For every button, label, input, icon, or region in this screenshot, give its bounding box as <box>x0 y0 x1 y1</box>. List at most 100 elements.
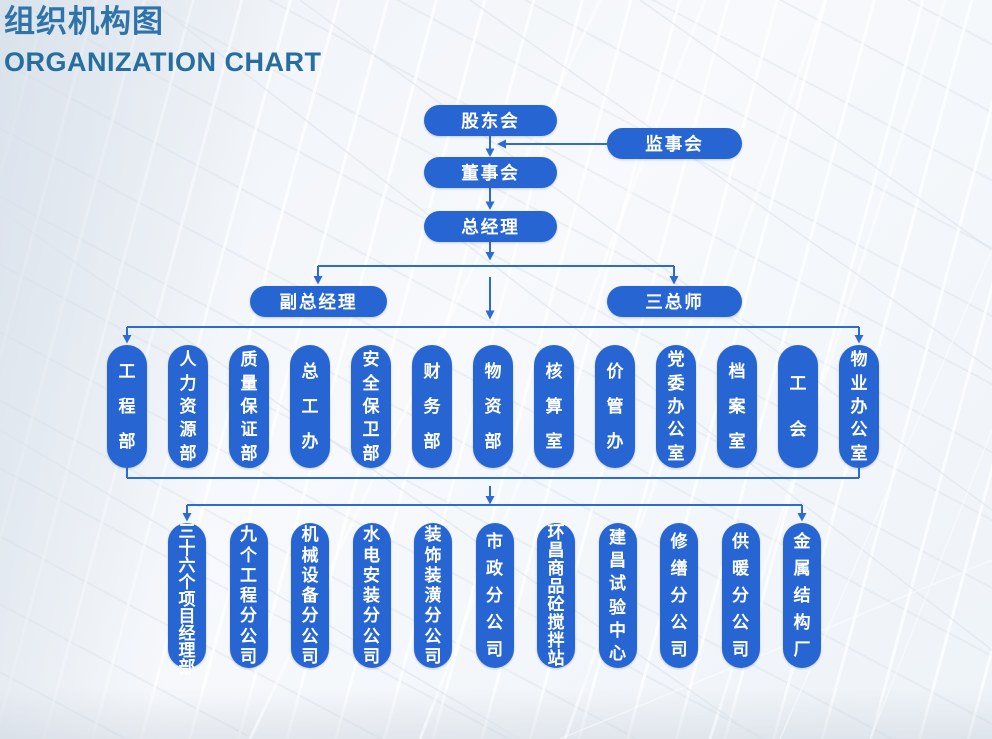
pill-char: 公 <box>240 626 257 646</box>
pill-char: 价 <box>606 362 624 381</box>
pill-char: 昌 <box>609 551 626 571</box>
pill-char: 经 <box>178 624 196 643</box>
subsidiary-pill: 市政分公司 <box>475 523 514 668</box>
pill-char: 公 <box>850 420 868 440</box>
pill-char: 资 <box>484 397 502 416</box>
pill-char: 政 <box>486 559 503 578</box>
pill-char: 量 <box>240 373 258 393</box>
pill-char: 管 <box>606 397 624 416</box>
pill-char: 业 <box>850 373 868 393</box>
pill-char: 搅 <box>547 613 565 632</box>
department-pill: 人力资源部 <box>168 345 208 468</box>
subsidiary-pill: 建昌试验中心 <box>598 523 637 668</box>
pill-char: 部 <box>362 443 380 463</box>
pill-char: 设 <box>301 565 319 585</box>
pill-char: 装 <box>424 565 442 585</box>
pill-char: 中 <box>609 620 626 640</box>
pill-char: 会 <box>789 420 807 440</box>
pill-char: 结 <box>793 586 811 605</box>
department-pill: 工程部 <box>107 345 147 468</box>
pill-char: 办 <box>301 432 319 451</box>
pill-char: 部 <box>240 443 258 463</box>
pill-char: 缮 <box>670 559 688 578</box>
node-deputy-general-manager: 副总经理 <box>250 286 387 317</box>
pill-char: 证 <box>240 420 258 440</box>
pill-char: 公 <box>732 613 749 632</box>
pill-char: 司 <box>670 640 688 659</box>
department-pill: 党委办公室 <box>656 345 696 468</box>
pill-char: 验 <box>609 597 626 617</box>
page-header: 组织机构图 ORGANIZATION CHART <box>4 4 322 78</box>
pill-char: 安 <box>362 350 380 370</box>
pill-char: 暖 <box>732 559 749 578</box>
pill-char: 公 <box>363 626 380 646</box>
pill-char: 备 <box>301 586 319 605</box>
pill-char: 环 <box>547 523 565 542</box>
pill-char: 司 <box>424 646 442 666</box>
pill-char: 力 <box>179 373 197 393</box>
pill-char: 电 <box>363 545 380 565</box>
pill-char: 算 <box>545 397 563 416</box>
pill-char: 资 <box>179 396 197 416</box>
subsidiary-pill: 三十六个项目经理部 <box>168 522 206 676</box>
department-pill: 物资部 <box>473 345 513 468</box>
pill-char: 程 <box>240 586 257 605</box>
pill-char: 工 <box>301 397 319 416</box>
page-title-english: ORGANIZATION CHART <box>4 47 322 78</box>
pill-char: 分 <box>363 606 380 626</box>
pill-char: 分 <box>670 586 688 605</box>
pill-char: 供 <box>732 532 749 551</box>
pill-char: 个 <box>178 573 196 592</box>
subsidiary-pill: 金属结构厂 <box>783 523 821 668</box>
node-supervisory-board: 监事会 <box>607 128 742 159</box>
pill-char: 修 <box>670 532 688 551</box>
pill-char: 全 <box>362 373 380 393</box>
pill-char: 商 <box>547 559 565 578</box>
pill-char: 分 <box>301 606 319 626</box>
department-pill: 物业办公室 <box>839 345 879 468</box>
pill-char: 司 <box>732 640 749 659</box>
subsidiary-pill: 供暖分公司 <box>721 523 760 668</box>
department-pill: 价管办 <box>595 345 635 468</box>
pill-char: 部 <box>178 658 196 677</box>
pill-char: 室 <box>667 443 685 463</box>
pill-char: 卫 <box>362 420 380 440</box>
pill-char: 工 <box>240 565 257 585</box>
pill-char: 六 <box>178 556 196 575</box>
pill-char: 砼 <box>547 595 565 614</box>
pill-char: 潢 <box>424 586 442 605</box>
pill-char: 械 <box>301 545 319 565</box>
pill-char: 三 <box>178 522 196 541</box>
pill-char: 构 <box>793 613 811 632</box>
pill-char: 司 <box>240 646 257 666</box>
pill-char: 厂 <box>793 640 811 659</box>
pill-char: 公 <box>670 613 688 632</box>
department-pill: 工会 <box>778 345 818 468</box>
department-pill: 安全保卫部 <box>351 345 391 468</box>
pill-char: 项 <box>178 590 196 609</box>
pill-char: 工 <box>789 373 807 393</box>
pill-char: 心 <box>609 643 626 663</box>
pill-char: 办 <box>606 432 624 451</box>
pill-char: 物 <box>850 350 868 370</box>
pill-char: 属 <box>793 559 811 578</box>
pill-char: 委 <box>667 373 685 393</box>
pill-char: 目 <box>178 607 196 626</box>
pill-char: 财 <box>423 362 441 381</box>
pill-char: 理 <box>178 641 196 660</box>
subsidiaries-row: 三十六个项目经理部九个工程分公司机械设备分公司水电安装分公司装饰装潢分公司市政分… <box>168 522 821 676</box>
pill-char: 公 <box>424 626 442 646</box>
pill-char: 案 <box>728 397 746 416</box>
pill-char: 公 <box>667 420 685 440</box>
pill-char: 个 <box>240 545 257 565</box>
pill-char: 务 <box>423 397 441 416</box>
pill-char: 公 <box>486 613 503 632</box>
pill-char: 分 <box>486 586 503 605</box>
departments-row: 工程部人力资源部质量保证部总工办安全保卫部财务部物资部核算室价管办党委办公室档案… <box>107 345 879 468</box>
pill-char: 九 <box>240 525 257 545</box>
node-board-of-directors: 董事会 <box>424 157 557 188</box>
pill-char: 分 <box>240 606 257 626</box>
pill-char: 站 <box>547 649 565 668</box>
pill-char: 建 <box>609 528 626 548</box>
pill-char: 公 <box>301 626 319 646</box>
